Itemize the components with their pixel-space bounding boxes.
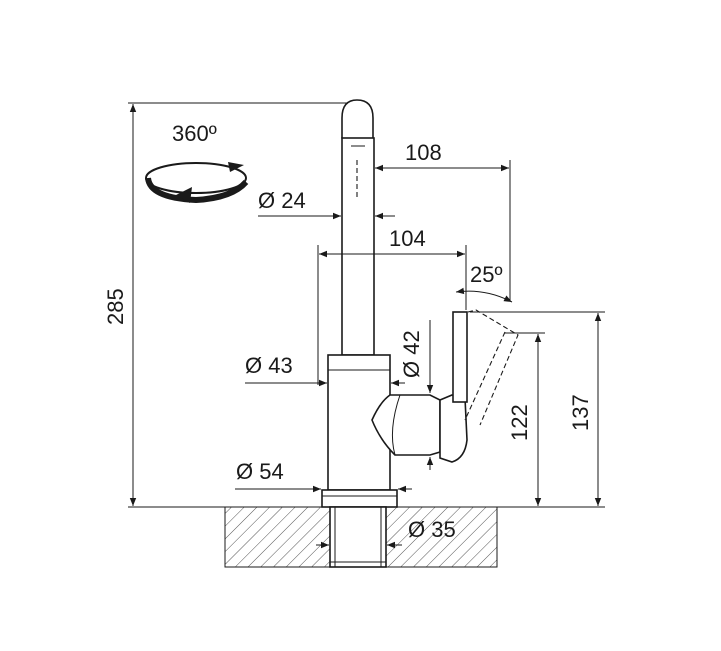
label-lever-reach: 104 (389, 226, 426, 251)
label-lever-diameter: Ø 42 (399, 330, 424, 378)
label-spout-reach: 108 (405, 140, 442, 165)
dimension-lines (129, 104, 602, 549)
label-spout-diameter: Ø 24 (258, 188, 306, 213)
reference-lines (128, 102, 605, 508)
label-base-diameter: Ø 54 (236, 459, 284, 484)
label-rotation: 360º (172, 121, 217, 146)
label-shank-diameter: Ø 35 (408, 517, 456, 542)
faucet-body (321, 99, 519, 568)
label-body-diameter: Ø 43 (245, 353, 293, 378)
dimension-labels: 360º 108 Ø 24 104 25º Ø 42 Ø 43 285 122 … (103, 121, 593, 542)
label-total-height: 285 (103, 288, 128, 325)
label-lever-tip-height: 137 (568, 394, 593, 431)
label-lever-height: 122 (507, 404, 532, 441)
label-lever-angle: 25º (470, 262, 503, 287)
rotation-360-icon (145, 162, 249, 204)
